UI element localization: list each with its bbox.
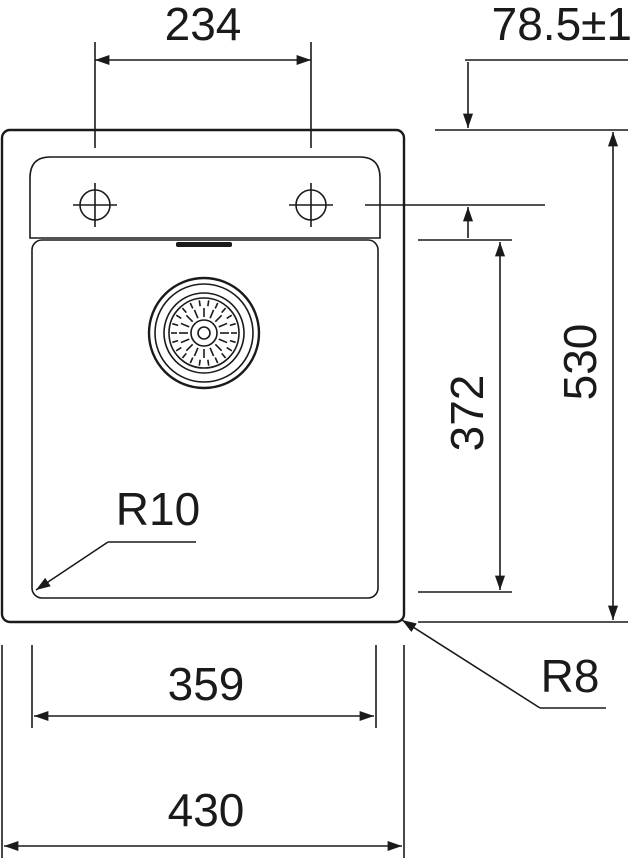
strainer-slot bbox=[218, 322, 228, 328]
dim-label-tap-spacing: 234 bbox=[165, 0, 242, 50]
dim-label-bowl-radius: R10 bbox=[116, 483, 200, 535]
dim-label-overall-depth: 530 bbox=[554, 324, 606, 401]
dim-label-bowl-depth: 372 bbox=[441, 375, 493, 452]
strainer-slot bbox=[198, 300, 201, 307]
strainer-slot bbox=[226, 346, 233, 352]
strainer-slot bbox=[229, 322, 236, 327]
strainer-slot bbox=[221, 307, 227, 314]
strainer-slot bbox=[180, 322, 190, 328]
sink-outer-outline bbox=[0, 128, 406, 624]
strainer-slot bbox=[181, 352, 187, 359]
drain-strainer bbox=[147, 276, 261, 390]
bowl-outline bbox=[31, 239, 379, 599]
strainer-slot bbox=[185, 314, 194, 323]
strainer-slot bbox=[175, 314, 182, 320]
strainer-slot bbox=[172, 322, 179, 327]
strainer-slot bbox=[180, 338, 190, 344]
dim-tap-offset: 78.5±1 bbox=[365, 0, 632, 238]
tap-hole-right bbox=[289, 183, 333, 227]
strainer-slot bbox=[198, 359, 201, 366]
dim-bowl-depth: 372 bbox=[418, 239, 512, 593]
strainer-slot bbox=[193, 347, 199, 357]
strainer-slot bbox=[172, 339, 179, 344]
strainer-slot bbox=[207, 359, 210, 366]
strainer-slot bbox=[207, 300, 210, 307]
strainer-slot bbox=[175, 346, 182, 352]
tap-hole-left bbox=[73, 183, 117, 227]
strainer-slot bbox=[185, 343, 194, 352]
strainer-slot bbox=[214, 357, 219, 364]
dim-bowl-radius: R10 bbox=[35, 483, 200, 591]
dim-label-tap-offset: 78.5±1 bbox=[492, 0, 632, 50]
overflow-slot bbox=[176, 242, 232, 247]
strainer-slot bbox=[221, 352, 227, 359]
strainer-slot bbox=[229, 339, 236, 344]
dim-bowl-width: 359 bbox=[31, 645, 377, 728]
strainer-slot bbox=[209, 347, 215, 357]
dim-label-outer-radius: R8 bbox=[541, 650, 600, 702]
strainer-slot bbox=[214, 302, 219, 309]
dim-outer-radius: R8 bbox=[401, 619, 606, 709]
strainer-slot bbox=[226, 314, 233, 320]
strainer-slot bbox=[214, 314, 223, 323]
strainer-slot bbox=[181, 307, 187, 314]
tap-deck-outline bbox=[29, 156, 381, 239]
strainer-slot bbox=[193, 309, 199, 319]
strainer-slot bbox=[209, 309, 215, 319]
dim-overall-depth: 530 bbox=[418, 132, 628, 623]
strainer-slot bbox=[189, 302, 194, 309]
dim-tap-spacing: 234 bbox=[94, 0, 312, 148]
dim-label-bowl-width: 359 bbox=[168, 658, 245, 710]
strainer-slot bbox=[189, 357, 194, 364]
strainer-slot bbox=[214, 343, 223, 352]
strainer-slot bbox=[218, 338, 228, 344]
dim-label-overall-width: 430 bbox=[168, 784, 245, 836]
dim-overall-width: 430 bbox=[1, 645, 405, 858]
